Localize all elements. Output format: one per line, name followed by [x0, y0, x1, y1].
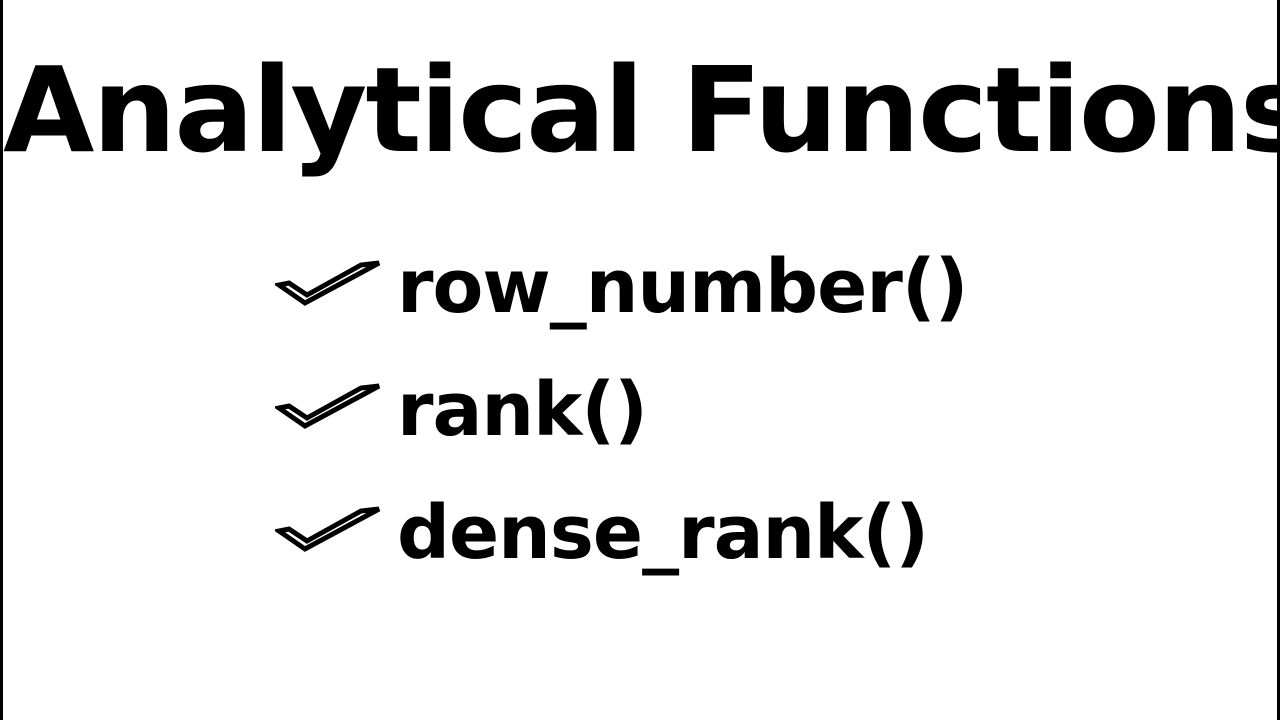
list-item-rank: rank(): [275, 355, 648, 465]
page-title: Analytical Functions: [3, 41, 1280, 179]
list-item-row-number: row_number(): [275, 232, 968, 342]
list-item-label: rank(): [397, 367, 648, 453]
list-item-label: row_number(): [397, 244, 968, 330]
list-item-dense-rank: dense_rank(): [275, 478, 929, 588]
checkmark-icon: [275, 260, 381, 306]
checkmark-icon: [275, 383, 381, 429]
list-item-label: dense_rank(): [397, 490, 929, 576]
checkmark-icon: [275, 506, 381, 552]
